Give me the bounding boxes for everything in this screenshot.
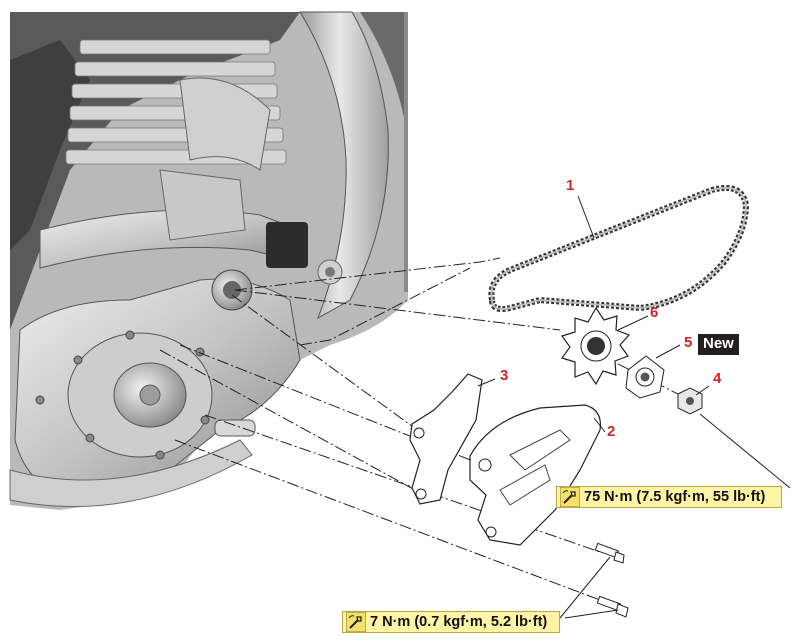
drive-sprocket (561, 306, 631, 386)
cover-bolt-upper (594, 542, 625, 564)
torque-value-nut: 75 N·m (7.5 kgf·m, 55 lb·ft) (584, 489, 766, 505)
callout-4: 4 (713, 370, 722, 387)
new-part-badge: New (698, 334, 739, 355)
torque-spec-nut: 75 N·m (7.5 kgf·m, 55 lb·ft) (556, 486, 782, 508)
callout-1: 1 (566, 177, 575, 194)
torque-wrench-icon (346, 612, 366, 632)
callout-3: 3 (500, 367, 509, 384)
callout-2: 2 (607, 423, 616, 440)
cover-bolt-lower (596, 595, 629, 618)
lock-washer (625, 355, 665, 399)
torque-spec-bolts: 7 N·m (0.7 kgf·m, 5.2 lb·ft) (342, 611, 560, 633)
callout-leaders (477, 195, 791, 619)
chain-guide (409, 373, 483, 505)
torque-value-bolts: 7 N·m (0.7 kgf·m, 5.2 lb·ft) (370, 614, 548, 630)
sprocket-cover (469, 404, 602, 546)
sprocket-nut (677, 387, 703, 415)
callout-6: 6 (650, 304, 659, 321)
torque-wrench-icon (560, 487, 580, 507)
engine-frame-assembly (9, 11, 408, 510)
drive-chain (488, 184, 750, 312)
callout-5: 5 (684, 334, 693, 351)
